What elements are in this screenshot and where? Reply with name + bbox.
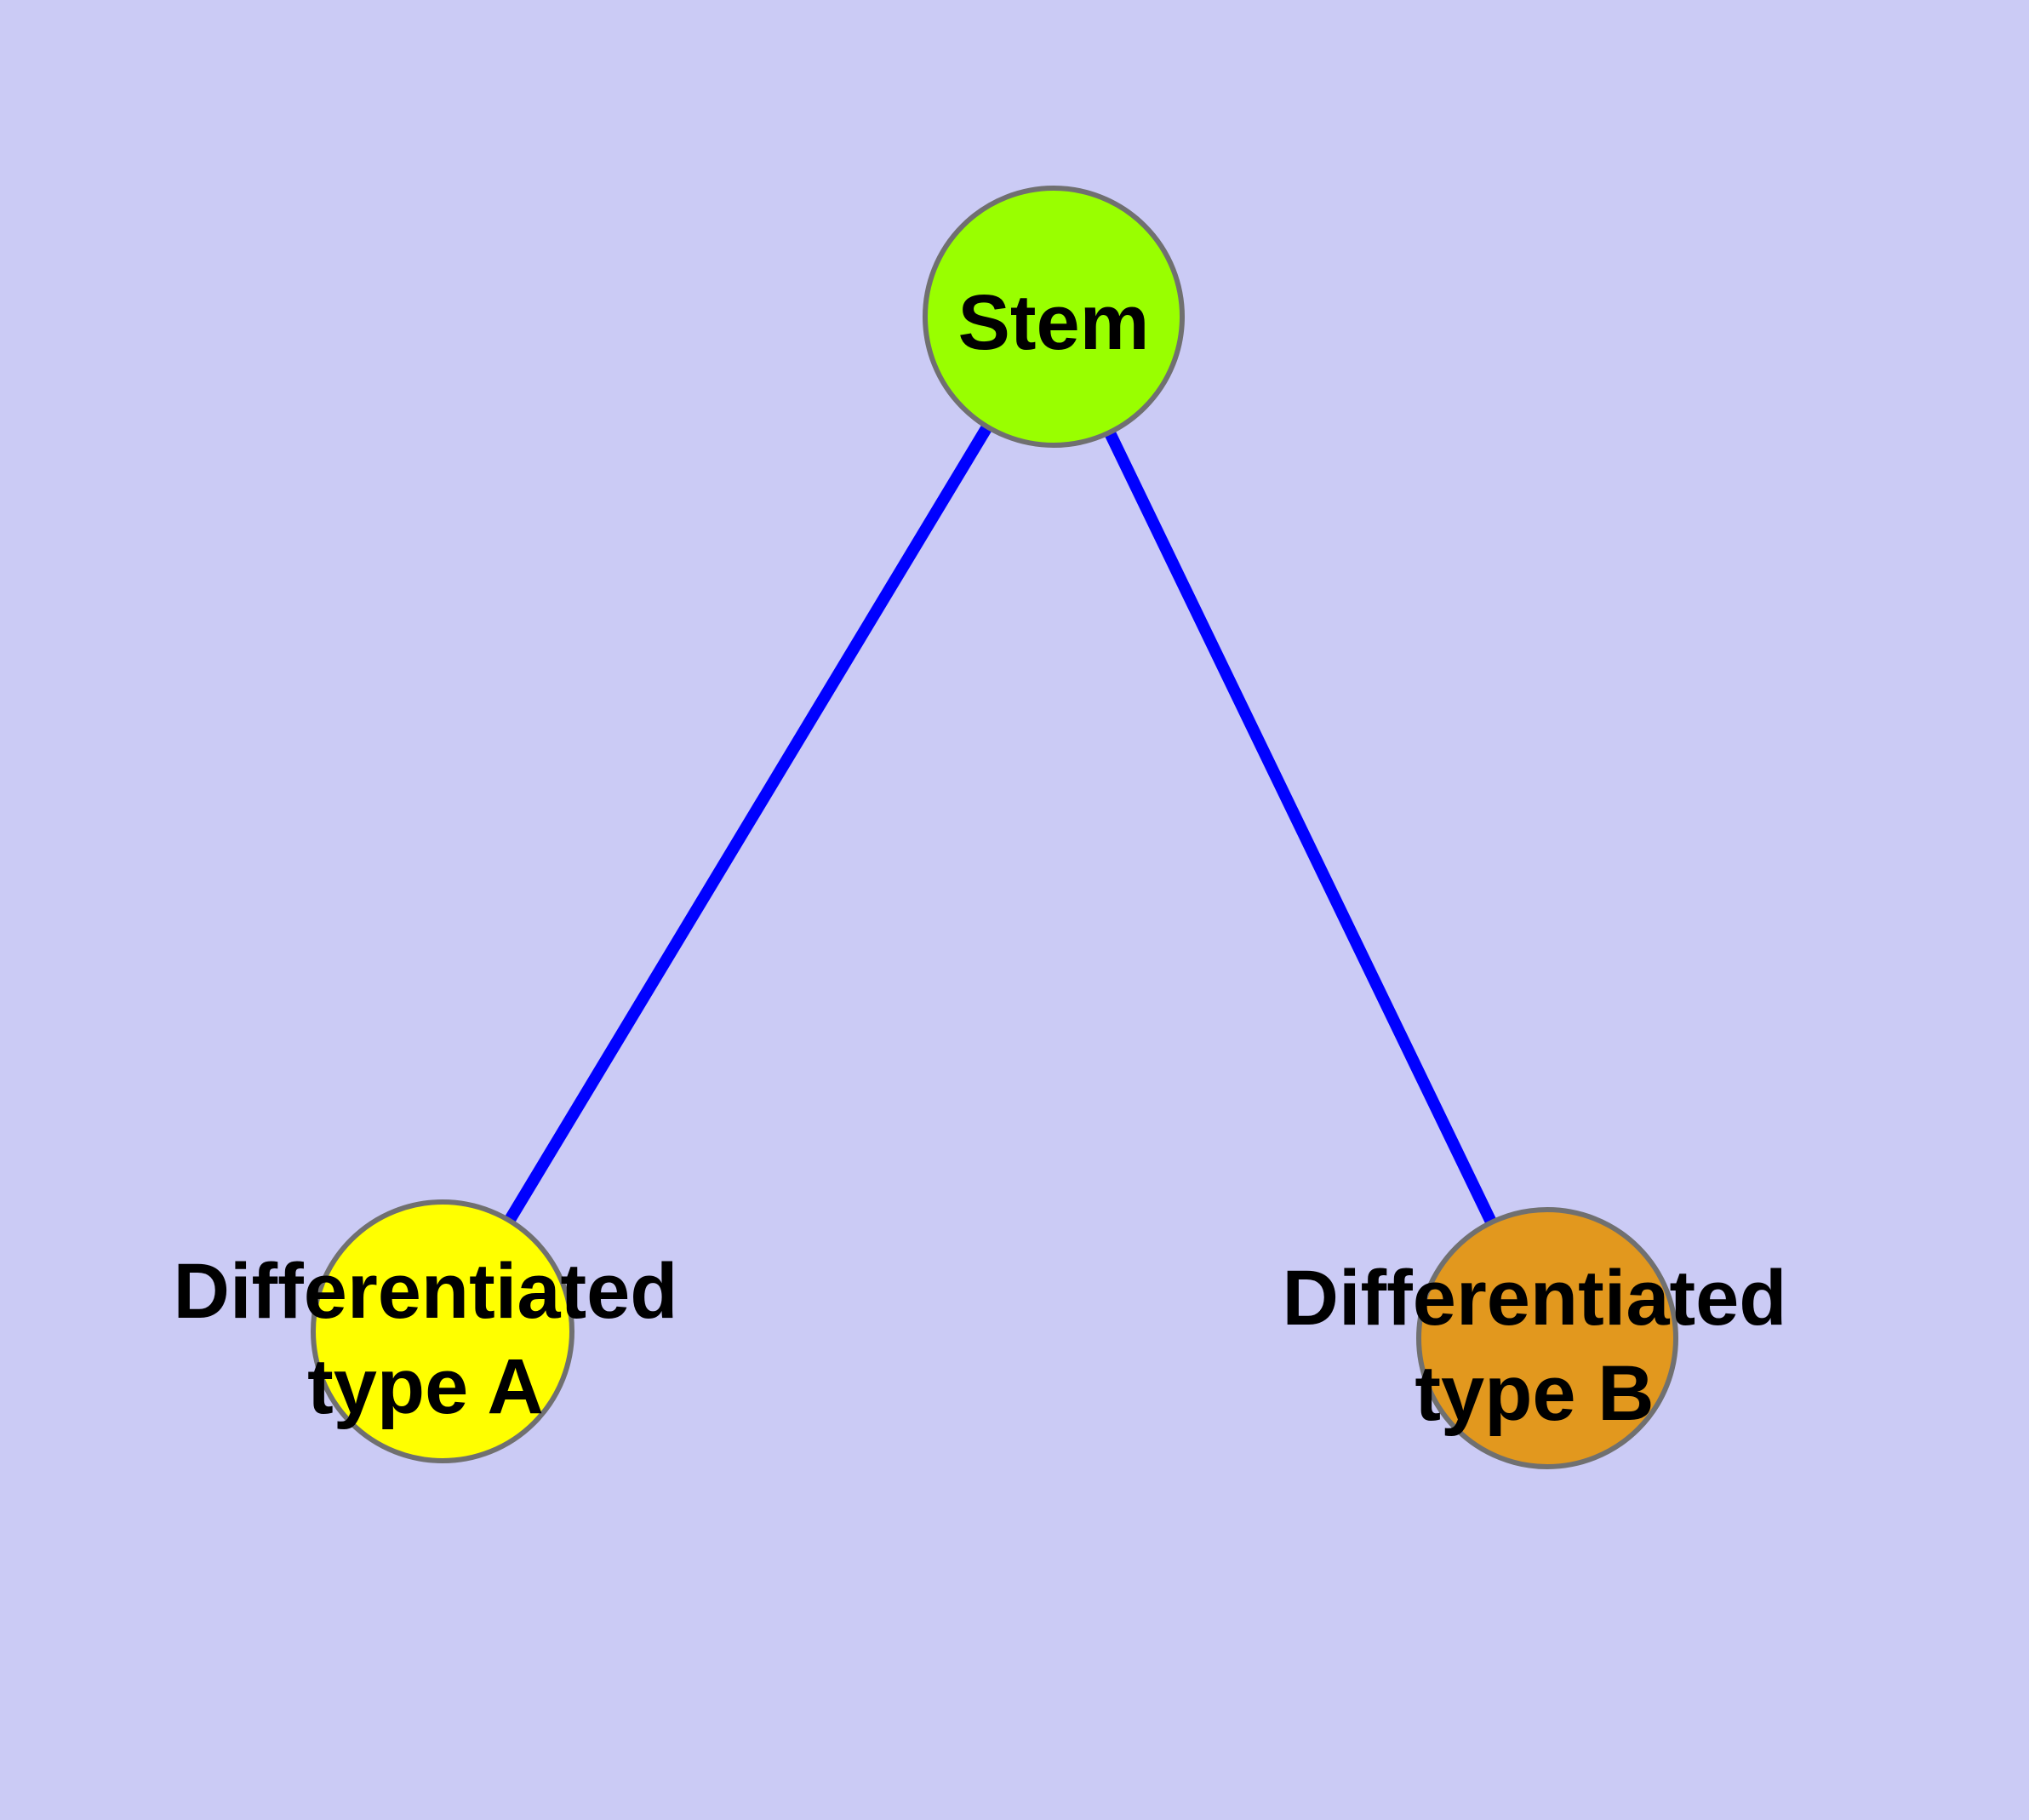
node-differentiated-type-b[interactable] <box>1416 1207 1678 1469</box>
edge-stem-differentiated-type-a <box>437 313 1059 1335</box>
edges-layer <box>437 313 1553 1342</box>
edge-stem-differentiated-type-b <box>1048 313 1553 1342</box>
node-differentiated-type-a[interactable] <box>311 1199 574 1463</box>
node-group-stem: Stem <box>923 186 1185 448</box>
node-stem[interactable] <box>923 186 1185 448</box>
